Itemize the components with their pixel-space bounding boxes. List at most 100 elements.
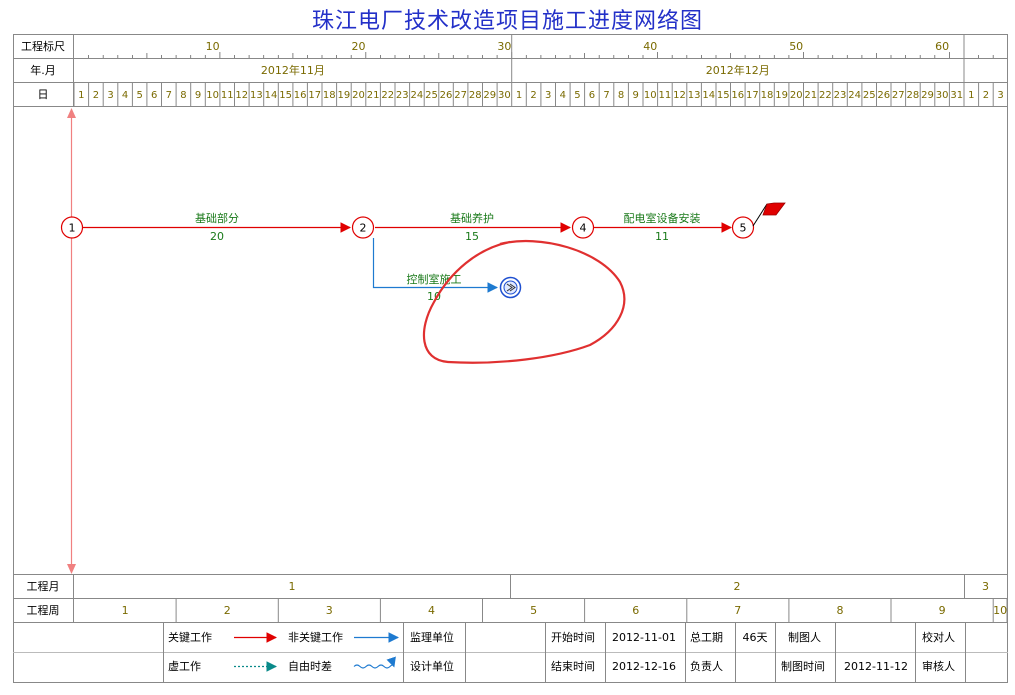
legend-supervision-unit: 监理单位 [410,630,454,644]
reviewer-label: 审核人 [922,659,955,673]
day-cell: 6 [589,90,595,101]
day-cell: 26 [440,90,453,101]
day-cell: 17 [308,90,321,101]
day-cell: 20 [352,90,365,101]
legend-free-float: 自由时差 [288,659,332,673]
activity-arrow-control-room[interactable] [372,238,499,293]
month-label: 2012年11月 [261,63,325,77]
project-week-cell: 5 [530,604,537,617]
day-cell: 15 [717,90,730,101]
day-cell: 14 [702,90,715,101]
day-cell: 3 [107,90,113,101]
node-label: 5 [740,222,747,235]
node-4[interactable]: 4 [571,216,595,239]
axis-arrow-down-icon [67,564,76,574]
node-1[interactable]: 1 [60,216,84,239]
day-cell: 9 [195,90,201,101]
day-cell: 12 [673,90,686,101]
day-cell: 5 [574,90,580,101]
project-week-cell: 4 [428,604,435,617]
day-cell: 22 [381,90,394,101]
day-cell: 13 [688,90,701,101]
day-cell: 18 [323,90,336,101]
day-cell: 14 [265,90,278,101]
day-cell: 25 [863,90,876,101]
day-cell: 10 [206,90,219,101]
day-cell: 31 [950,90,963,101]
node-label: 2 [360,222,367,235]
month-row-label: 年.月 [30,63,56,77]
day-cell: 23 [834,90,847,101]
day-cell: 28 [469,90,482,101]
ruler-tick-label: 50 [789,40,803,53]
day-cell: 12 [235,90,248,101]
project-month-cell: 1 [289,580,296,593]
project-week-cell: 10 [993,604,1007,617]
annotation-circle [422,240,626,364]
ruler-tick-label: 30 [497,40,511,53]
day-cell: 2 [983,90,989,101]
day-cell: 24 [848,90,861,101]
project-month-label: 工程月 [27,580,60,593]
day-cell: 2 [530,90,536,101]
draft-time-label: 制图时间 [781,660,825,673]
day-cell: 2 [93,90,99,101]
axis-arrow-up-icon [67,108,76,118]
ruler-tick-label: 10 [206,40,220,53]
end-flag-icon [752,202,786,227]
day-cell: 8 [618,90,624,101]
project-week-cell: 8 [837,604,844,617]
node-5[interactable]: 5 [731,216,755,239]
activity-duration: 11 [655,230,669,243]
day-cell: 27 [454,90,467,101]
day-cell: 6 [151,90,157,101]
checker-label: 校对人 [922,630,955,644]
total-duration-value: 46天 [743,631,768,644]
legend-free-float-wave [353,656,396,669]
day-cell: 5 [137,90,143,101]
day-cell: 8 [180,90,186,101]
legend-design-unit: 设计单位 [410,659,454,673]
legend-noncritical-work: 非关键工作 [288,630,343,644]
day-cell: 19 [775,90,788,101]
activity-duration: 15 [465,230,479,243]
day-cell: 1 [968,90,974,101]
day-cell: 18 [761,90,774,101]
day-cell: 11 [221,90,234,101]
day-row-label: 日 [38,88,49,101]
ruler-tick-label: 40 [643,40,657,53]
day-cell: 19 [338,90,351,101]
end-time-label: 结束时间 [551,660,595,673]
day-cell: 25 [425,90,438,101]
day-cell: 15 [279,90,292,101]
activity-name: 基础部分 [195,211,239,225]
draft-time-value: 2012-11-12 [844,660,908,673]
project-week-cell: 9 [939,604,946,617]
activity-name: 配电室设备安装 [624,211,701,225]
project-month-cell: 3 [982,580,989,593]
ruler-tick-label: 60 [935,40,949,53]
responsible-label: 负责人 [690,659,723,673]
day-cell: 24 [411,90,424,101]
project-week-cell: 7 [734,604,741,617]
node-label: 4 [580,222,587,235]
start-time-value: 2012-11-01 [612,631,676,644]
day-cell: 29 [921,90,934,101]
start-time-label: 开始时间 [551,630,595,644]
page-title: 珠江电厂技术改造项目施工进度网络图 [311,9,703,34]
day-cell: 30 [936,90,949,101]
activity-name: 基础养护 [450,211,494,225]
legend-critical-work: 关键工作 [168,630,212,644]
day-cell: 16 [731,90,744,101]
node-2[interactable]: 2 [351,216,375,239]
day-cell: 13 [250,90,263,101]
target-marker-icon[interactable] [499,276,522,299]
project-week-cell: 2 [224,604,231,617]
day-cell: 3 [545,90,551,101]
day-cell: 30 [498,90,511,101]
day-cell: 4 [122,90,128,101]
